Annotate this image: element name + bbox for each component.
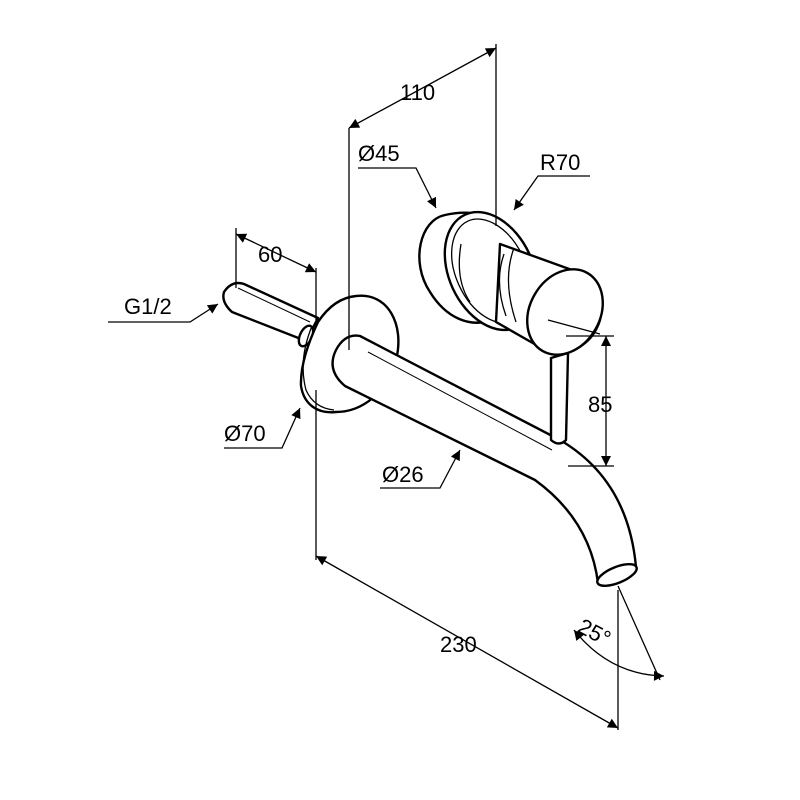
dimension-lines [108, 44, 665, 730]
inlet-pipe [222, 281, 320, 348]
label-radius: R70 [540, 150, 580, 175]
label-spout-diameter: Ø26 [382, 462, 424, 487]
label-projection: 230 [440, 632, 477, 657]
label-rosette-diameter: Ø70 [224, 421, 266, 446]
label-inlet-length: 60 [258, 242, 282, 267]
faucet-body [222, 210, 638, 588]
handle [494, 242, 604, 356]
right-rosette [418, 210, 539, 332]
label-handle-offset: 110 [400, 80, 435, 105]
lever [549, 351, 570, 445]
spout [331, 334, 638, 588]
label-handle-diameter: Ø45 [358, 141, 400, 166]
label-inlet-thread: G1/2 [124, 294, 172, 319]
label-angle: 25° [574, 613, 615, 651]
label-spout-height: 85 [588, 392, 612, 417]
